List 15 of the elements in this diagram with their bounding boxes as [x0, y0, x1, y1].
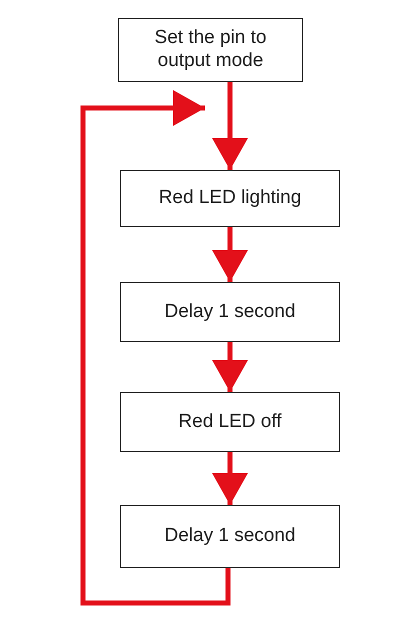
process-box	[120, 170, 340, 227]
step-text: Set the pin to output mode	[154, 27, 268, 73]
step-text: Delay 1 second	[164, 525, 296, 548]
arrow	[212, 452, 248, 505]
step-text: Red LED off	[178, 410, 282, 434]
process-box	[120, 505, 340, 568]
arrow	[212, 342, 248, 392]
step-text: Delay 1 second	[164, 300, 296, 324]
arrow	[80, 90, 230, 606]
process-box	[118, 18, 303, 82]
arrow	[212, 82, 248, 170]
process-box	[120, 392, 340, 452]
step-text: Red LED lighting	[158, 187, 302, 210]
arrow	[212, 227, 248, 282]
process-box	[120, 282, 340, 342]
